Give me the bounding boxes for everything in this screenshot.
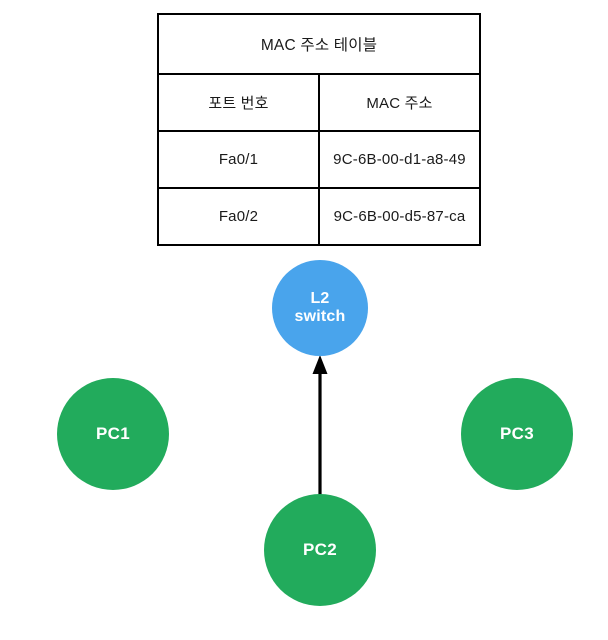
cell-port-0: Fa0/1 <box>157 130 320 189</box>
node-pc1[interactable]: PC1 <box>57 378 169 490</box>
node-pc2-label: PC2 <box>303 540 337 560</box>
node-pc2[interactable]: PC2 <box>264 494 376 606</box>
table-row-title: MAC 주소 테이블 <box>157 13 481 75</box>
mac-address-table: MAC 주소 테이블 포트 번호 MAC 주소 Fa0/1 9C-6B-00-d… <box>157 13 481 246</box>
table-row: Fa0/1 9C-6B-00-d1-a8-49 <box>157 130 481 189</box>
node-pc3-label: PC3 <box>500 424 534 444</box>
table-row-header: 포트 번호 MAC 주소 <box>157 73 481 132</box>
cell-mac-1: 9C-6B-00-d5-87-ca <box>318 187 481 246</box>
link-arrow-pc2-to-switch <box>312 355 328 500</box>
table-row: Fa0/2 9C-6B-00-d5-87-ca <box>157 187 481 246</box>
node-pc3[interactable]: PC3 <box>461 378 573 490</box>
node-switch-label-line2: switch <box>294 308 346 325</box>
node-l2-switch[interactable]: L2 switch <box>272 260 368 356</box>
node-switch-label-line1: L2 <box>310 290 330 308</box>
mac-table-title: MAC 주소 테이블 <box>157 13 481 75</box>
column-header-mac: MAC 주소 <box>318 73 481 132</box>
cell-port-1: Fa0/2 <box>157 187 320 246</box>
arrowhead-icon <box>312 355 328 374</box>
cell-mac-0: 9C-6B-00-d1-a8-49 <box>318 130 481 189</box>
node-pc1-label: PC1 <box>96 424 130 444</box>
column-header-port: 포트 번호 <box>157 73 320 132</box>
